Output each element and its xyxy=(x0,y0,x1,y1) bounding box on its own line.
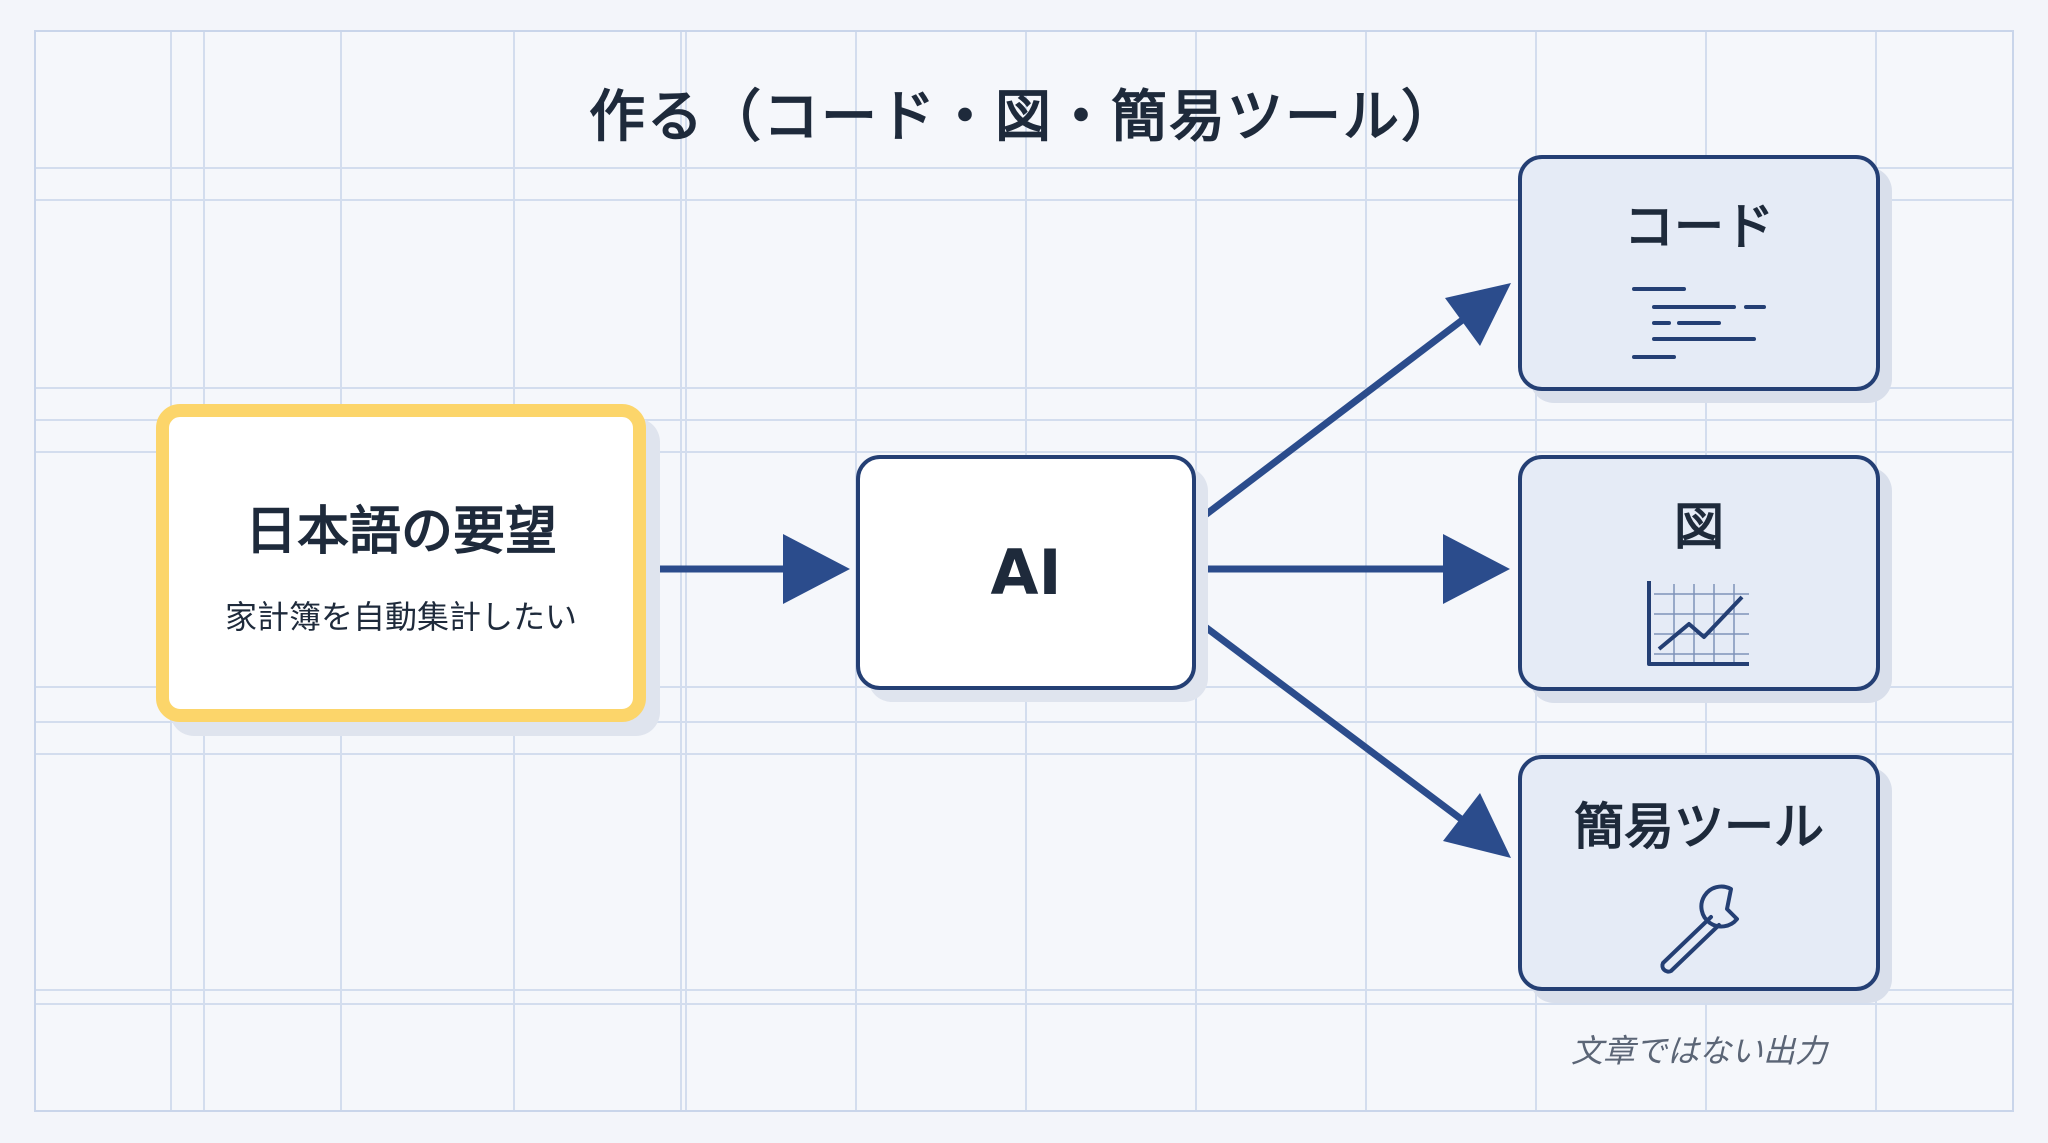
line-chart-icon xyxy=(1647,581,1749,666)
output-diagram-label: 図 xyxy=(1674,498,1724,556)
arrow-ai-to-code xyxy=(1193,315,1468,525)
request-box: 日本語の要望 家計簿を自動集計したい xyxy=(156,404,646,722)
diagram-title: 作る（コード・図・簡易ツール） xyxy=(589,85,1459,150)
arrowhead-input-to-ai xyxy=(783,534,850,604)
arrow-ai-to-tool xyxy=(1193,617,1468,825)
output-tool-box: 簡易ツール xyxy=(1518,755,1880,991)
output-code-box: コード xyxy=(1518,155,1880,391)
output-diagram-box: 図 xyxy=(1518,455,1880,691)
ai-box: AI xyxy=(856,455,1196,690)
output-code-label: コード xyxy=(1624,198,1774,256)
arrowhead-ai-to-code xyxy=(1445,283,1511,346)
request-title: 日本語の要望 xyxy=(244,501,557,562)
arrowhead-ai-to-tool xyxy=(1443,793,1511,858)
arrowhead-ai-to-diagram xyxy=(1443,534,1510,604)
output-tool-label: 簡易ツール xyxy=(1574,798,1824,856)
ai-label: AI xyxy=(990,536,1062,609)
request-example: 家計簿を自動集計したい xyxy=(224,597,577,636)
wrench-icon xyxy=(1660,884,1739,974)
output-footnote: 文章ではない出力 xyxy=(1570,1032,1827,1070)
code-lines-icon xyxy=(1632,287,1766,359)
